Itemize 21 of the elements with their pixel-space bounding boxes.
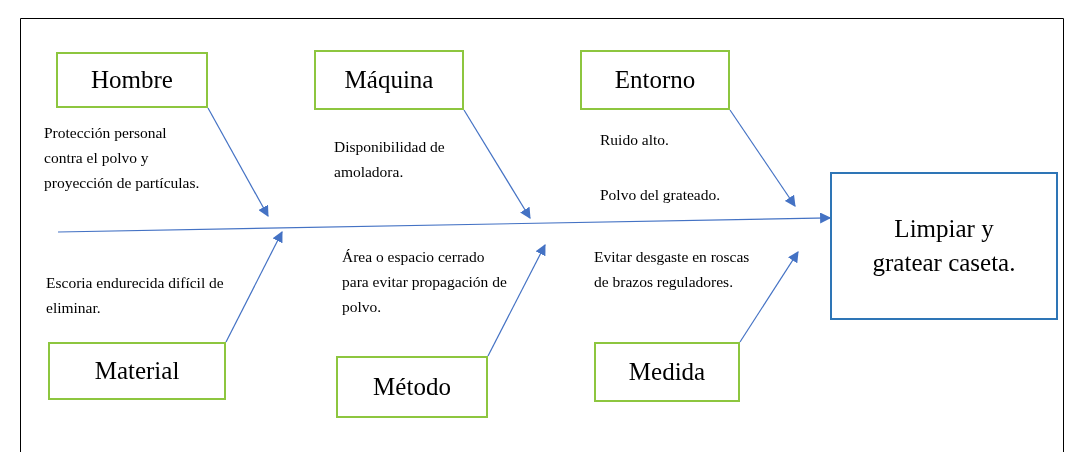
- cause-arrow: [463, 109, 531, 219]
- cause-text: Polvo del grateado.: [600, 185, 722, 205]
- cause-text: Ruido alto.: [600, 130, 670, 150]
- category-box: Hombre: [56, 52, 208, 108]
- cause-text: Área o espacio cerrado para evitar propagación de polvo.: [342, 247, 508, 317]
- cause-arrow: [487, 244, 546, 357]
- cause-text: Disponibilidad de amoladora.: [334, 137, 446, 182]
- category-box: Máquina: [314, 50, 464, 110]
- cause-arrow: [207, 107, 269, 217]
- category-box: Medida: [594, 342, 740, 402]
- spine-arrow: [57, 212, 832, 233]
- cause-arrow: [225, 231, 283, 343]
- cause-text: Evitar desgaste en roscas de brazos reguladores.: [594, 247, 751, 292]
- cause-text: Protección personal contra el polvo y proyección de partículas.: [44, 123, 201, 193]
- cause-arrow: [739, 251, 799, 343]
- category-box: Material: [48, 342, 226, 400]
- category-box: Entorno: [580, 50, 730, 110]
- category-box: Método: [336, 356, 488, 418]
- cause-text: Escoria endurecida difícil de eliminar.: [46, 273, 225, 318]
- cause-arrow: [729, 109, 796, 207]
- effect-box: Limpiar y gratear caseta.: [830, 172, 1058, 320]
